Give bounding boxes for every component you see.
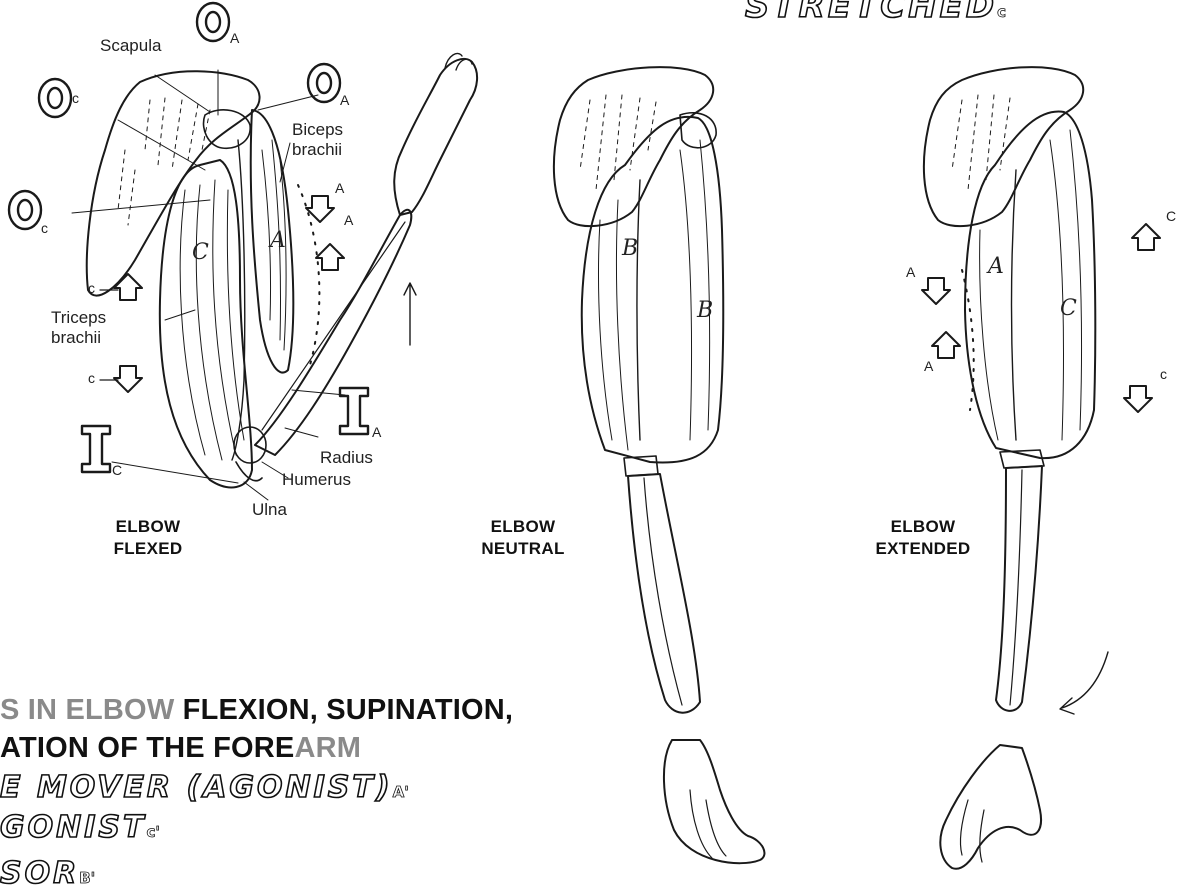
- muscle-letter-c: C: [1060, 296, 1077, 321]
- extended-arm-drawing: [924, 67, 1108, 869]
- label-triceps-2: brachii: [51, 328, 101, 348]
- hand-extended: [940, 745, 1041, 869]
- forearm-extended: [996, 466, 1042, 711]
- arrow-letter-c: c: [1160, 366, 1167, 382]
- hand-flexed: [394, 59, 477, 215]
- label-triceps: Triceps: [51, 308, 106, 328]
- neutral-arm-drawing: [554, 67, 765, 863]
- muscle-letter-c: C: [192, 240, 209, 265]
- arrow-letter-c: c: [88, 280, 95, 296]
- upper-arm-neutral: [582, 117, 723, 463]
- arrow-letter-a: A: [344, 212, 353, 228]
- motion-arrow-flexed: [404, 283, 416, 345]
- muscle-letter-b: B: [697, 298, 713, 323]
- label-humerus: Humerus: [282, 470, 351, 490]
- label-ulna: Ulna: [252, 500, 287, 520]
- caption-elbow-neutral: ELBOW NEUTRAL: [468, 516, 578, 560]
- stretched-heading: STRETCHEDc: [745, 0, 1006, 26]
- upper-arm-extended: [965, 112, 1095, 459]
- caption-elbow-extended: ELBOW EXTENDED: [860, 516, 986, 560]
- forearm-neutral: [628, 474, 700, 713]
- muscle-letter-b: B: [622, 236, 638, 261]
- hand-neutral: [664, 740, 765, 863]
- motion-arrow-extended: [1060, 652, 1108, 714]
- label-radius: Radius: [320, 448, 373, 468]
- legend-prime-mover: E MOVER (AGONIST)A': [0, 770, 409, 805]
- legend-antagonist: GONISTc': [0, 810, 160, 845]
- label-scapula: Scapula: [100, 36, 161, 56]
- caption-elbow-flexed: ELBOW FLEXED: [100, 516, 196, 560]
- marker-sub-c: c: [72, 90, 79, 106]
- arrow-letter-c: c: [88, 370, 95, 386]
- title-line-1: S IN ELBOW FLEXION, SUPINATION,: [0, 694, 513, 727]
- origin-insertion-markers: [9, 3, 368, 472]
- muscle-letter-a: A: [270, 228, 286, 253]
- scapula-bone-flexed: [87, 71, 260, 295]
- marker-sub-a: A: [372, 424, 381, 440]
- marker-sub-c: C: [112, 462, 122, 478]
- marker-sub-a: A: [230, 30, 239, 46]
- muscle-letter-a: A: [988, 254, 1004, 279]
- label-biceps-2: brachii: [292, 140, 342, 160]
- title-line-2: ATION OF THE FOREARM: [0, 732, 361, 765]
- flexed-arm-drawing: [72, 53, 477, 500]
- arrow-letter-c: C: [1166, 208, 1176, 224]
- marker-sub-a: A: [340, 92, 349, 108]
- label-biceps: Biceps: [292, 120, 343, 140]
- arrow-letter-a: A: [924, 358, 933, 374]
- arrow-letter-a: A: [906, 264, 915, 280]
- marker-sub-c: c: [41, 220, 48, 236]
- arrow-letter-a: A: [335, 180, 344, 196]
